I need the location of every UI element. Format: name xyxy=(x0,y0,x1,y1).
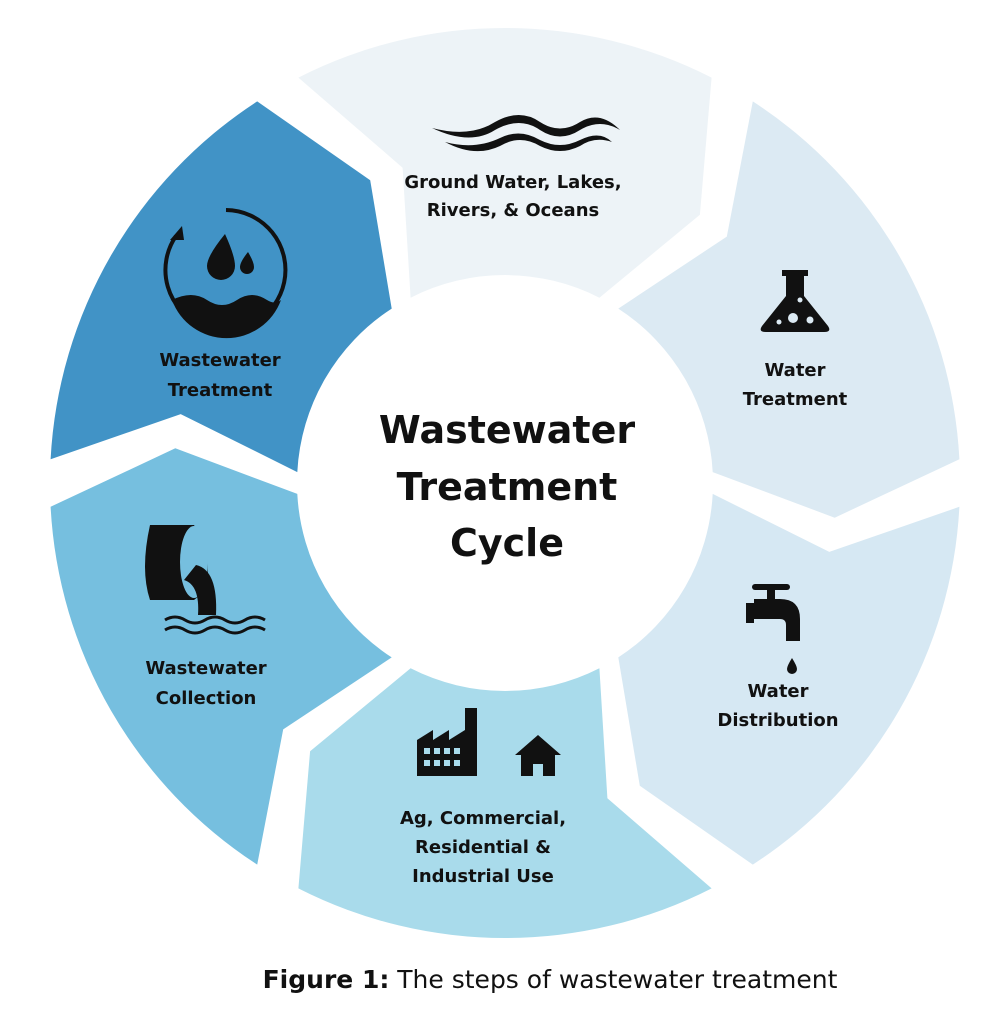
figure-caption-text: The steps of wastewater treatment xyxy=(389,965,838,994)
wastewater-collection-label-2: Collection xyxy=(156,688,257,709)
figure-caption: Figure 1: The steps of wastewater treatm… xyxy=(0,965,990,994)
pipe-outflow-icon xyxy=(145,525,266,635)
center-title-line-1: Wastewater xyxy=(379,408,635,452)
factory-icon xyxy=(417,708,477,776)
wastewater-treatment-label-1: Wastewater xyxy=(159,350,280,371)
wastewater-collection-label-1: Wastewater xyxy=(145,658,266,679)
ground-water-label-2: Rivers, & Oceans xyxy=(427,200,600,221)
segment-wastewater-collection xyxy=(50,448,392,865)
figure-caption-label: Figure 1: xyxy=(262,965,390,994)
segment-use xyxy=(298,668,712,939)
faucet-icon xyxy=(746,584,800,674)
wastewater-cycle-diagram: Wastewater Treatment Cycle Ground Water,… xyxy=(50,27,960,939)
water-distribution-label-1: Water xyxy=(747,681,808,702)
use-label-3: Industrial Use xyxy=(412,866,554,887)
center-title-line-3: Cycle xyxy=(450,521,564,565)
recycle-water-icon xyxy=(163,208,288,339)
segment-ground-water xyxy=(298,27,712,298)
waves-icon xyxy=(432,115,620,152)
flask-icon xyxy=(760,270,830,332)
house-icon xyxy=(515,735,561,776)
segment-water-distribution xyxy=(618,493,960,865)
water-treatment-label-2: Treatment xyxy=(743,389,848,410)
ground-water-label-1: Ground Water, Lakes, xyxy=(404,172,621,193)
water-treatment-label-1: Water xyxy=(764,360,825,381)
center-title-line-2: Treatment xyxy=(397,465,618,509)
segment-wastewater-treatment xyxy=(50,101,392,473)
use-label-2: Residential & xyxy=(415,837,551,858)
water-distribution-label-2: Distribution xyxy=(717,710,838,731)
wastewater-treatment-label-2: Treatment xyxy=(168,380,273,401)
use-label-1: Ag, Commercial, xyxy=(400,808,566,829)
